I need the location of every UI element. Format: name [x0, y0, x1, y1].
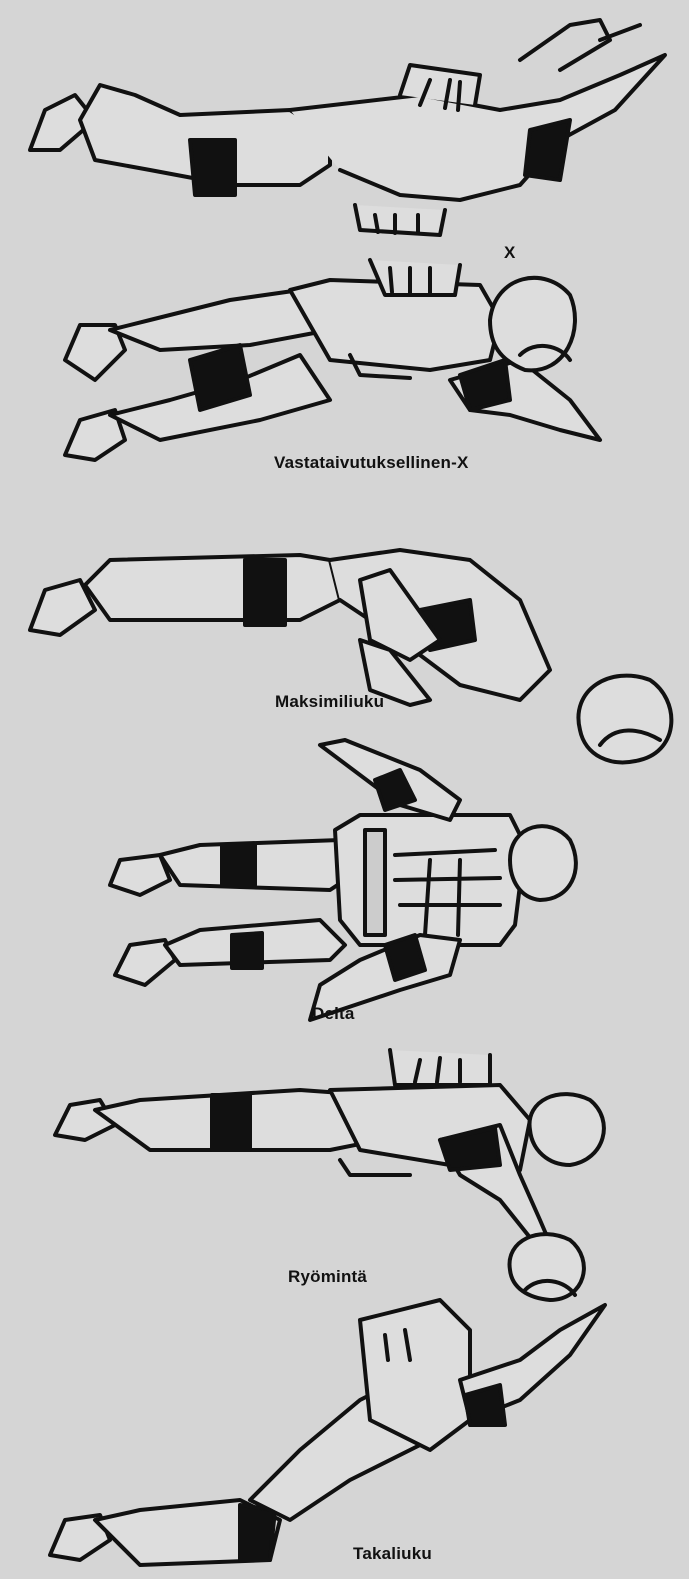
label-creep: Ryömintä [288, 1267, 367, 1287]
label-back-track: Takaliuku [353, 1544, 432, 1564]
figure-x-position [30, 20, 665, 235]
figure-delta-position [110, 740, 576, 1020]
figure-creep-position [55, 1050, 604, 1255]
label-x: X [504, 243, 516, 263]
label-counter-arch-x: Vastataivutuksellinen-X [274, 453, 469, 473]
label-max-track: Maksimiliuku [275, 692, 384, 712]
label-delta: Delta [312, 1004, 355, 1024]
figure-counter-arch-x-position [65, 260, 600, 460]
figure-max-track-position [30, 550, 671, 762]
